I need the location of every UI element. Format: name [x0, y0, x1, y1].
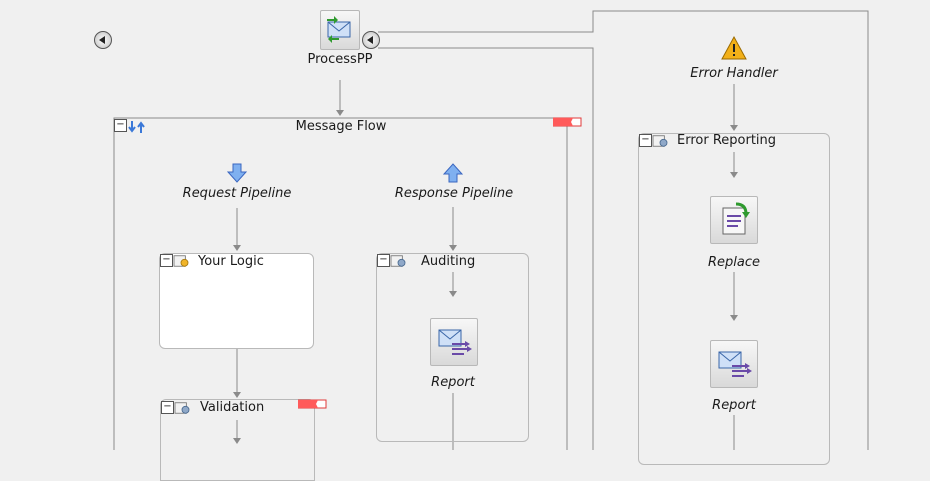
stage-icon [390, 255, 406, 267]
error-flag-icon[interactable] [298, 399, 330, 409]
collapse-icon[interactable]: − [114, 119, 127, 132]
request-pipeline-label: Request Pipeline [182, 186, 292, 201]
report-action-icon[interactable] [710, 340, 758, 388]
proxy-service-icon[interactable] [320, 10, 360, 50]
proxy-label: ProcessPP [307, 52, 373, 67]
action-label: Replace [707, 255, 761, 270]
error-flag-icon[interactable] [553, 117, 585, 127]
action-label: Report [712, 398, 756, 413]
collapse-icon[interactable]: − [161, 401, 174, 414]
response-pipeline-label: Response Pipeline [394, 186, 514, 201]
nav-back-icon[interactable] [94, 31, 112, 49]
pipeline-pair-icon [128, 119, 145, 133]
message-flow-canvas: ProcessPP − Message Flow Request Pipelin… [94, 10, 869, 481]
warning-icon [721, 35, 747, 60]
down-arrow-icon [227, 163, 247, 183]
stage-label: Error Reporting [677, 133, 777, 148]
replace-action-icon[interactable] [710, 196, 758, 244]
stage-icon [174, 402, 190, 414]
stage-label: Validation [200, 400, 265, 415]
stage-your-logic[interactable] [159, 253, 314, 349]
nav-back-icon[interactable] [362, 31, 380, 49]
up-arrow-icon [443, 163, 463, 183]
stage-icon [173, 255, 189, 267]
collapse-icon[interactable]: − [377, 254, 390, 267]
stage-error-reporting[interactable] [638, 133, 830, 465]
report-action-icon[interactable] [430, 318, 478, 366]
action-label: Report [431, 375, 475, 390]
stage-icon [652, 135, 668, 147]
stage-label: Auditing [421, 254, 476, 269]
collapse-icon[interactable]: − [160, 254, 173, 267]
stage-label: Your Logic [198, 254, 264, 269]
message-flow-title: Message Flow [295, 119, 387, 134]
error-handler-label: Error Handler [690, 66, 778, 81]
collapse-icon[interactable]: − [639, 134, 652, 147]
stage-auditing[interactable] [376, 253, 529, 442]
